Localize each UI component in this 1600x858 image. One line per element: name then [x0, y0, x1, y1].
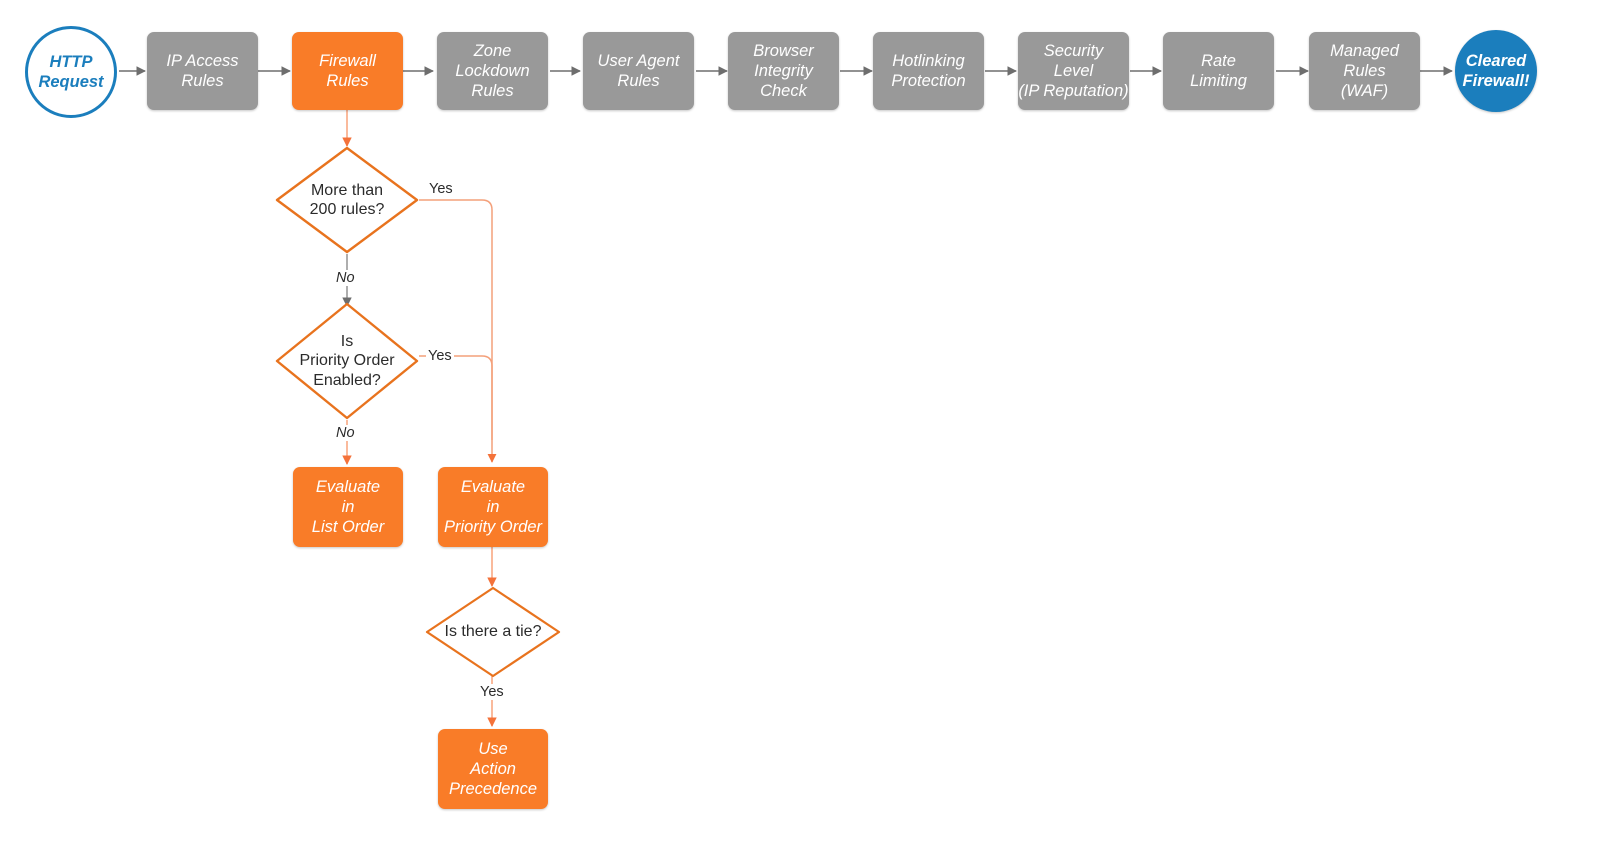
managed-rules-line1: Managed: [1330, 41, 1399, 60]
http-request-line2: Request: [38, 73, 104, 91]
node-ip-access-rules[interactable]: IP Access Rules: [147, 32, 258, 110]
eval-list-order-line1: Evaluate: [315, 477, 381, 496]
node-evaluate-in-list-order[interactable]: Evaluate in List Order: [293, 467, 403, 547]
edge-label-tie-yes: Yes: [478, 684, 506, 700]
node-evaluate-in-priority-order[interactable]: Evaluate in Priority Order: [438, 467, 548, 547]
diamond-shape: [275, 146, 419, 254]
edge-priority-yes: [419, 355, 493, 440]
browser-integrity-line3: Check: [760, 82, 807, 101]
is-there-tie-line1: Is there a tie?: [444, 623, 542, 641]
more-than-200-line2: 200 rules?: [309, 201, 385, 218]
eval-priority-order-line1: Evaluate: [460, 477, 526, 496]
decision-is-priority-order-enabled[interactable]: Is Priority Order Enabled?: [275, 302, 419, 420]
eval-priority-order-line3: Priority Order: [443, 518, 543, 537]
decision-more-than-200-rules[interactable]: More than 200 rules?: [275, 146, 419, 254]
http-request-line1: HTTP: [49, 52, 93, 71]
priority-enabled-line2: Priority Order: [299, 352, 395, 370]
eval-priority-order-line2: in: [486, 497, 500, 516]
browser-integrity-line1: Browser: [753, 41, 814, 60]
firewall-rules-line1: Firewall: [319, 51, 376, 70]
managed-rules-line2: Rules: [1343, 61, 1386, 80]
rate-limiting-line1: Rate: [1201, 51, 1236, 70]
security-level-line3: (IP Reputation): [1018, 82, 1129, 101]
node-browser-integrity-check[interactable]: Browser Integrity Check: [728, 32, 839, 110]
decision-is-there-a-tie[interactable]: Is there a tie?: [425, 586, 561, 678]
diamond-shape: [275, 302, 419, 420]
user-agent-line1: User Agent: [597, 51, 680, 70]
node-rate-limiting[interactable]: Rate Limiting: [1163, 32, 1274, 110]
use-action-precedence-line3: Precedence: [448, 780, 538, 799]
more-than-200-line1: More than: [310, 181, 384, 199]
node-use-action-precedence[interactable]: Use Action Precedence: [438, 729, 548, 809]
edge-label-priority-no: No: [334, 425, 357, 441]
node-firewall-rules[interactable]: Firewall Rules: [292, 32, 403, 110]
node-http-request[interactable]: HTTP Request: [25, 26, 117, 118]
node-cleared-firewall[interactable]: Cleared Firewall!: [1455, 30, 1537, 112]
hotlinking-line1: Hotlinking: [892, 51, 965, 70]
node-user-agent-rules[interactable]: User Agent Rules: [583, 32, 694, 110]
firewall-rules-line2: Rules: [326, 72, 369, 90]
browser-integrity-line2: Integrity: [754, 61, 813, 80]
edge-label-more200-yes: Yes: [427, 181, 455, 197]
node-hotlinking-protection[interactable]: Hotlinking Protection: [873, 32, 984, 110]
hotlinking-line2: Protection: [891, 72, 966, 90]
use-action-precedence-line2: Action: [470, 759, 516, 778]
use-action-precedence-line1: Use: [478, 739, 508, 758]
cleared-firewall-line2: Firewall!: [1462, 72, 1530, 90]
zone-lockdown-line1: Zone: [473, 41, 512, 60]
cleared-firewall-line1: Cleared: [1465, 51, 1527, 70]
edge-label-more200-no: No: [334, 270, 357, 286]
edge-more200-yes: [419, 199, 497, 463]
zone-lockdown-line2: Lockdown: [455, 61, 530, 80]
node-zone-lockdown-rules[interactable]: Zone Lockdown Rules: [437, 32, 548, 110]
edge-label-priority-yes: Yes: [426, 348, 454, 364]
security-level-line1: Security: [1043, 41, 1104, 60]
eval-list-order-line2: in: [341, 497, 355, 516]
node-managed-rules-waf[interactable]: Managed Rules (WAF): [1309, 32, 1420, 110]
security-level-line2: Level: [1053, 61, 1094, 80]
priority-enabled-line3: Enabled?: [313, 371, 381, 389]
ip-access-line1: IP Access: [166, 51, 239, 70]
user-agent-line2: Rules: [617, 72, 660, 90]
ip-access-line2: Rules: [181, 72, 224, 90]
diamond-shape: [425, 586, 561, 678]
rate-limiting-line2: Limiting: [1190, 72, 1247, 90]
priority-enabled-line1: Is: [340, 333, 354, 351]
zone-lockdown-line3: Rules: [471, 82, 514, 101]
eval-list-order-line3: List Order: [311, 518, 385, 537]
node-security-level[interactable]: Security Level (IP Reputation): [1018, 32, 1129, 110]
managed-rules-line3: (WAF): [1340, 82, 1389, 101]
